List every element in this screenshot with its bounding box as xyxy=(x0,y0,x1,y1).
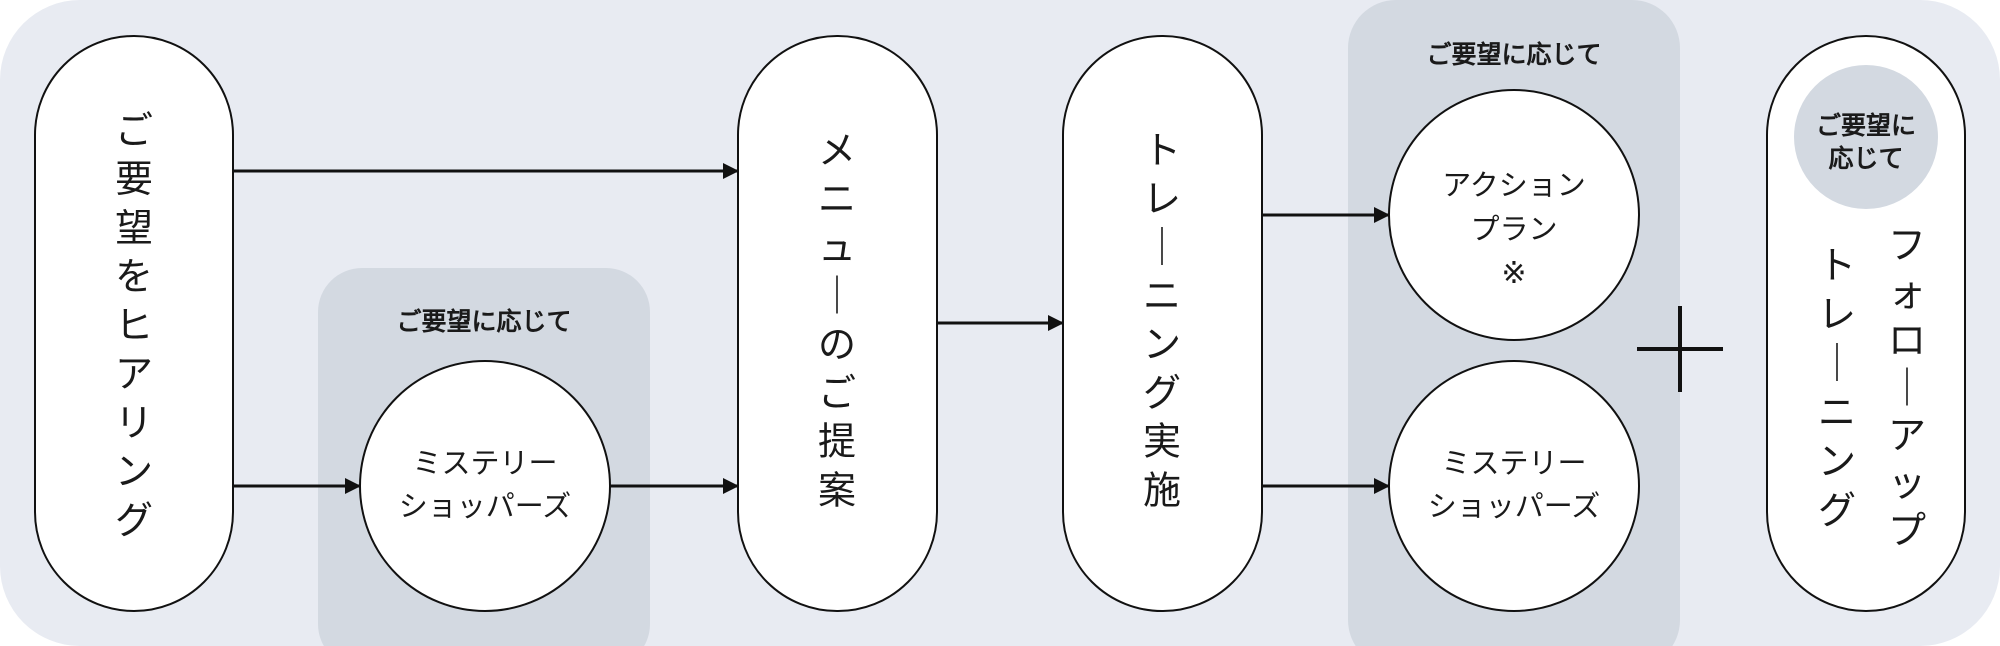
step-menu-label: メニュ｜のご提案 xyxy=(818,128,856,512)
action-plan-line1: アクション xyxy=(1442,168,1586,202)
plus-icon xyxy=(1637,306,1723,392)
action-plan-line2: プラン xyxy=(1470,212,1557,246)
optional-badge-line1: ご要望に xyxy=(1816,111,1916,140)
optional-label-left: ご要望に応じて xyxy=(396,307,571,336)
optional-badge-line2: 応じて xyxy=(1828,144,1903,173)
mystery-shoppers-right-line2: ショッパーズ xyxy=(1428,489,1601,523)
step-followup-label-line1: フォロ｜アップ xyxy=(1888,223,1926,552)
step-hearing-label: ご要望をヒアリング xyxy=(115,108,153,542)
action-plan-note-mark: ※ xyxy=(1501,256,1526,291)
optional-badge xyxy=(1794,65,1938,209)
mystery-shoppers-right-line1: ミステリー xyxy=(1441,446,1586,480)
action-plan-node xyxy=(1388,89,1640,341)
step-followup-label-line2: トレ｜ニング xyxy=(1818,243,1856,532)
optional-label-right: ご要望に応じて xyxy=(1426,40,1601,69)
step-training-label: トレ｜ニング実施 xyxy=(1143,128,1181,512)
mystery-shoppers-node-left xyxy=(359,360,611,612)
mystery-shoppers-node-right xyxy=(1388,360,1640,612)
step-menu-node xyxy=(737,35,938,612)
mystery-shoppers-left-line1: ミステリー xyxy=(412,446,557,480)
step-training-node xyxy=(1062,35,1263,612)
step-hearing-node xyxy=(34,35,234,612)
mystery-shoppers-left-line2: ショッパーズ xyxy=(399,489,572,523)
